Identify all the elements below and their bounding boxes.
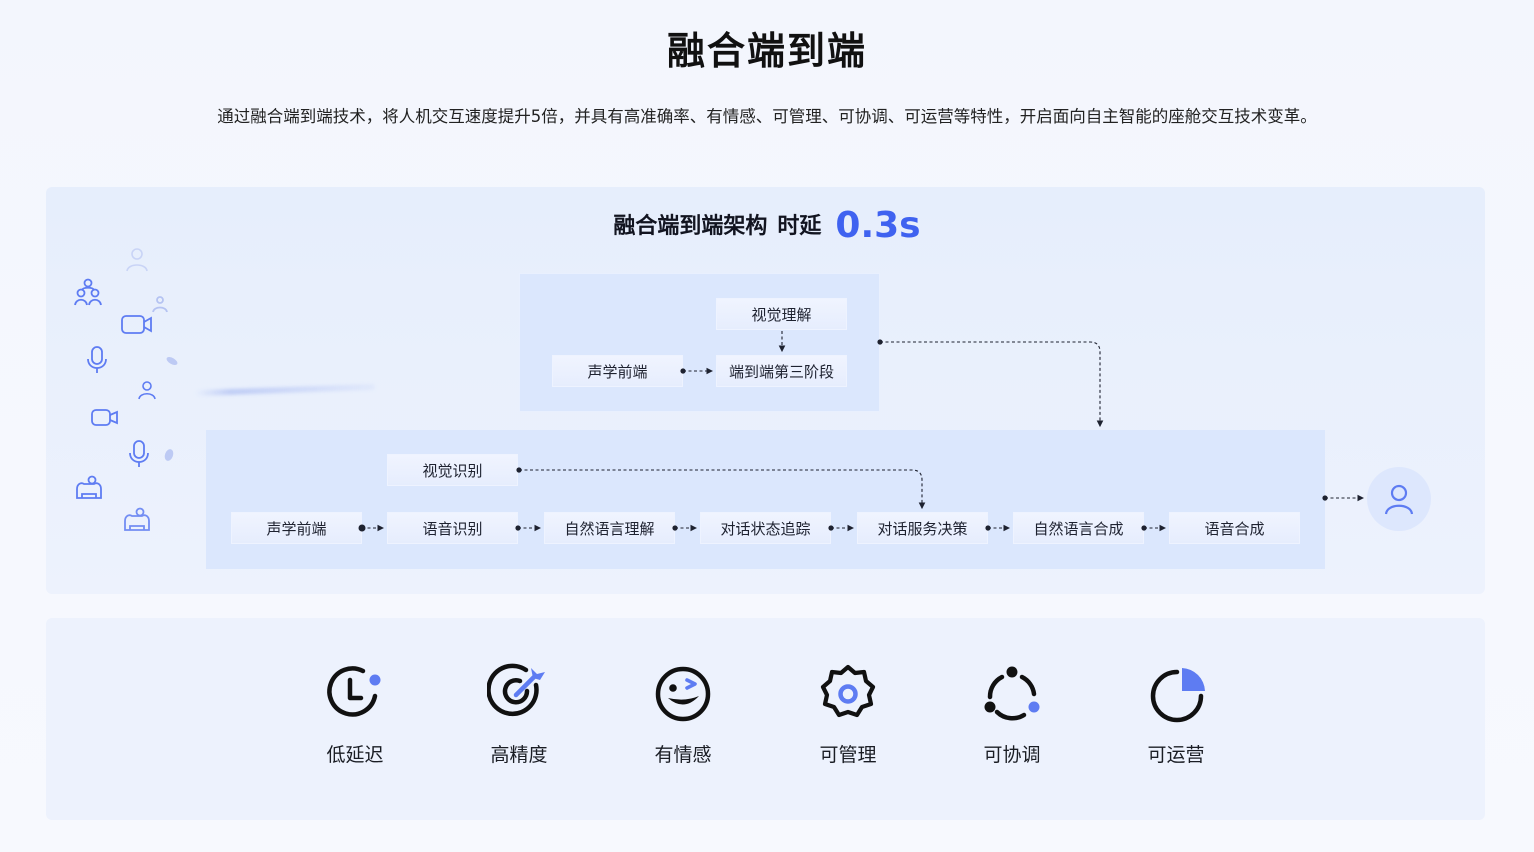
node-visual-understanding: 视觉理解 <box>716 298 847 330</box>
node-dialog-policy: 对话服务决策 <box>857 512 988 544</box>
feature-label: 高精度 <box>490 744 548 766</box>
node-e2e-stage3: 端到端第三阶段 <box>716 355 847 387</box>
microphone-icon-2 <box>129 440 149 467</box>
lower-pipeline-panel <box>206 430 1325 569</box>
feature-high-precision: 高精度 <box>459 660 579 767</box>
feature-label: 低延迟 <box>326 744 384 766</box>
camera-icon <box>121 315 152 334</box>
feature-emotional: 有情感 <box>623 660 743 767</box>
node-lower-acoustic-frontend: 声学前端 <box>231 512 362 544</box>
node-visual-recognition: 视觉识别 <box>387 454 518 486</box>
pie-operate-icon <box>1150 668 1205 723</box>
feature-label: 可管理 <box>819 744 877 766</box>
page-title: 融合端到端 <box>666 29 867 73</box>
mic-blur-icon-2 <box>164 449 174 461</box>
feature-label: 可协调 <box>983 744 1041 766</box>
node-tts: 语音合成 <box>1169 512 1300 544</box>
node-dialog-state-tracking: 对话状态追踪 <box>700 512 831 544</box>
cycle-coordinate-icon <box>984 666 1040 721</box>
feature-manageable: 可管理 <box>788 660 908 767</box>
feature-low-latency: 低延迟 <box>295 660 415 767</box>
node-nlg: 自然语言合成 <box>1013 512 1144 544</box>
page-subtitle: 通过融合端到端技术，将人机交互速度提升5倍，并具有高准确率、有情感、可管理、可协… <box>217 107 1317 126</box>
microphone-icon <box>87 346 107 373</box>
node-nlu: 自然语言理解 <box>544 512 675 544</box>
upper-pipeline-panel <box>519 273 880 412</box>
camera-small-icon <box>91 409 118 426</box>
architecture-title-text: 融合端到端架构 <box>613 214 768 239</box>
features-card <box>46 618 1485 820</box>
car-seat-icon <box>76 475 102 499</box>
mic-blur-icon <box>166 357 178 365</box>
node-upper-acoustic-frontend: 声学前端 <box>552 355 683 387</box>
gear-manage-icon <box>820 664 876 718</box>
feature-operable: 可运营 <box>1116 660 1236 767</box>
feature-label: 有情感 <box>654 744 712 766</box>
architecture-title: 融合端到端架构时延 0.3s <box>0 205 1534 246</box>
group-blur-icon <box>152 296 168 313</box>
target-precision-icon <box>487 663 545 717</box>
person-icon <box>126 248 148 272</box>
feature-coordinated: 可协调 <box>952 660 1072 767</box>
latency-label: 时延 <box>777 214 822 239</box>
user-small-icon <box>138 381 156 400</box>
wink-face-icon <box>655 666 711 722</box>
user-icon <box>1384 484 1414 515</box>
group-icon <box>74 278 102 306</box>
node-speech-recognition: 语音识别 <box>387 512 518 544</box>
output-user-avatar <box>1367 467 1431 531</box>
latency-value: 0.3s <box>835 205 921 246</box>
car-seat-icon-2 <box>124 507 150 531</box>
clock-latency-icon <box>327 666 381 717</box>
feature-label: 可运营 <box>1147 744 1205 766</box>
